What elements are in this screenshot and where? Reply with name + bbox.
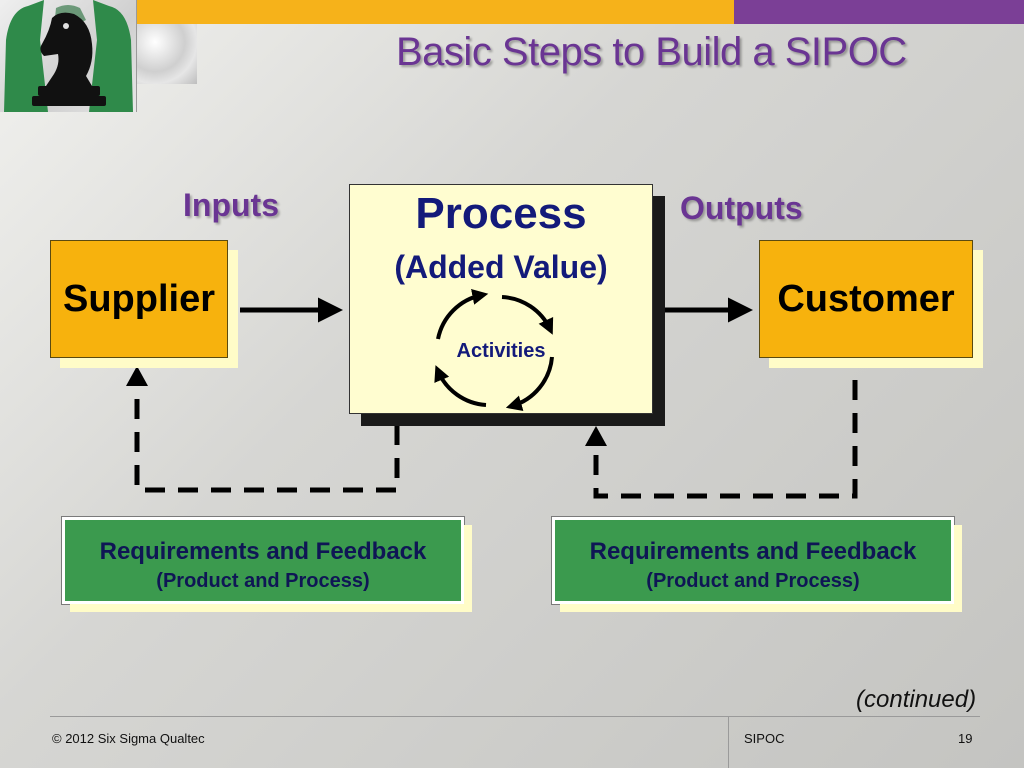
top-bar-gold — [137, 0, 734, 24]
outputs-label: Outputs — [680, 190, 803, 226]
logo-panel — [0, 0, 137, 112]
feedback-box-right: Requirements and Feedback (Product and P… — [552, 517, 954, 604]
feedback-box-left: Requirements and Feedback (Product and P… — [62, 517, 464, 604]
feedback-left-subtitle: (Product and Process) — [156, 570, 370, 592]
customer-box: Customer — [759, 240, 973, 358]
top-bar-purple — [734, 0, 1024, 24]
supplier-box: Supplier — [50, 240, 228, 358]
footer-copyright: © 2012 Six Sigma Qualtec — [52, 731, 205, 746]
slide-title: Basic Steps to Build a SIPOC — [396, 30, 907, 74]
marble-texture — [137, 24, 197, 84]
footer-section: SIPOC — [744, 731, 785, 746]
process-title: Process — [415, 189, 587, 238]
feedback-left-title: Requirements and Feedback — [99, 538, 427, 565]
right-feedback-dashed-path — [593, 380, 858, 499]
left-feedback-dashed-path — [134, 380, 400, 493]
right-feedback-arrowhead — [585, 426, 607, 446]
left-feedback-arrowhead — [126, 366, 148, 386]
logo-divider — [136, 0, 137, 112]
knight-logo-icon — [4, 0, 133, 112]
activity-cycle-icon — [434, 289, 554, 411]
footer-separator — [728, 716, 729, 768]
supplier-label: Supplier — [62, 277, 216, 320]
footer-divider — [50, 716, 980, 717]
process-box: Process (Added Value) Activities — [349, 184, 653, 414]
footer-page-number: 19 — [958, 731, 973, 746]
feedback-right-title: Requirements and Feedback — [589, 538, 917, 565]
activities-label: Activities — [456, 340, 546, 362]
continued-note: (continued) — [856, 686, 977, 713]
process-subtitle: (Added Value) — [394, 249, 608, 285]
customer-label: Customer — [777, 277, 955, 320]
feedback-right-subtitle: (Product and Process) — [646, 570, 860, 592]
inputs-label: Inputs — [183, 187, 279, 223]
